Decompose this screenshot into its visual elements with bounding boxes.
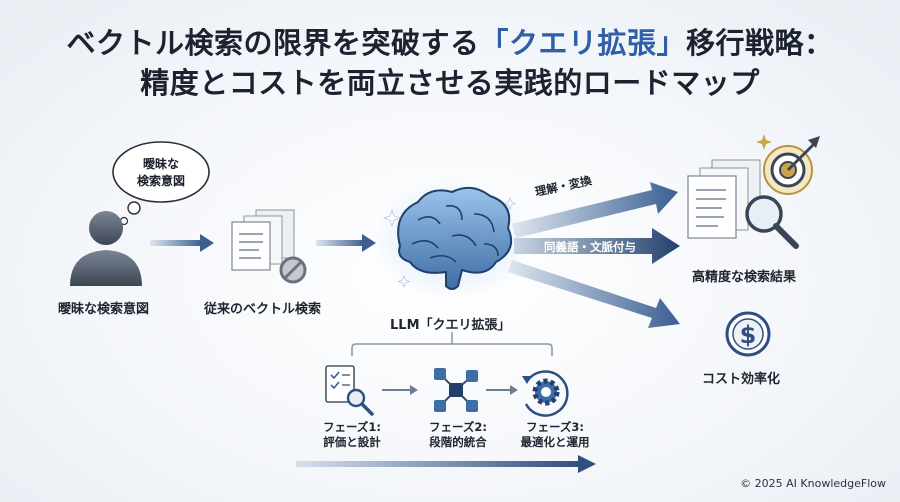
page-title-line2: 精度とコストを両立させる実践的ロードマップ [140, 66, 760, 100]
phase-1-label: フェーズ1: 評価と設計 [312, 420, 392, 450]
phase-3-desc: 最適化と運用 [520, 435, 590, 449]
phase-arrow-1 [382, 385, 418, 395]
result-documents-icon [687, 159, 761, 239]
arrow-vector-to-llm [316, 234, 376, 252]
dollar-coin-icon: $ [725, 311, 771, 357]
cost-label: コスト効率化 [702, 372, 781, 387]
phase-2-label: フェーズ2: 段階的統合 [418, 420, 498, 450]
title-suffix: 移行戦略： [686, 26, 834, 60]
phase-3-title: フェーズ3: [525, 420, 585, 434]
target-icon [763, 136, 820, 195]
prohibited-icon [279, 256, 307, 284]
phase-3-label: フェーズ3: 最適化と運用 [510, 420, 600, 450]
arrow-top-label: 理解・変換 [534, 173, 594, 199]
phase-2-desc: 段階的統合 [429, 435, 487, 449]
checklist-magnifier-icon [325, 365, 374, 416]
arrow-user-to-vector [150, 234, 214, 252]
thought-bubble-line1: 曖昧な [142, 157, 179, 171]
gear-cycle-icon [522, 370, 569, 417]
phase-2-title: フェーズ2: [428, 420, 488, 434]
phase-arrow-2 [486, 385, 518, 395]
vector-search-label: 従来のベクトル検索 [204, 302, 322, 317]
arrow-bottom-cost [508, 260, 680, 328]
title-accent: 「クエリ拡張」 [479, 26, 686, 60]
svg-text:$: $ [740, 321, 757, 349]
documents-icon [231, 209, 295, 271]
thought-bubble [112, 141, 210, 226]
user-silhouette-icon [70, 211, 142, 286]
phase-1-desc: 評価と設計 [323, 435, 381, 449]
gold-sparkle-icon [756, 134, 772, 150]
thought-bubble-line2: 検索意図 [136, 174, 185, 188]
phase-bracket [351, 332, 553, 356]
result-label: 高精度な検索結果 [692, 270, 797, 285]
magnifier-icon [745, 195, 799, 249]
title-prefix: ベクトル検索の限界を突破する [66, 26, 480, 60]
sparkle-icons [383, 197, 517, 288]
copyright-text: © 2025 AI KnowledgeFlow [740, 477, 886, 490]
thought-bubble-text: 曖昧な 検索意図 [116, 148, 206, 196]
llm-label: LLM「クエリ拡張」 [390, 318, 511, 333]
network-nodes-icon [434, 368, 478, 412]
brain-icon [397, 186, 512, 290]
arrow-top-understanding [512, 182, 678, 238]
arrow-middle-synonyms [514, 228, 680, 264]
user-label: 曖昧な検索意図 [58, 302, 150, 317]
timeline-arrow [296, 455, 596, 473]
page-title-line1: ベクトル検索の限界を突破する「クエリ拡張」移行戦略： [0, 20, 900, 62]
arrow-mid-label: 同義語・文脈付与 [544, 240, 636, 254]
phase-1-title: フェーズ1: [322, 420, 382, 434]
